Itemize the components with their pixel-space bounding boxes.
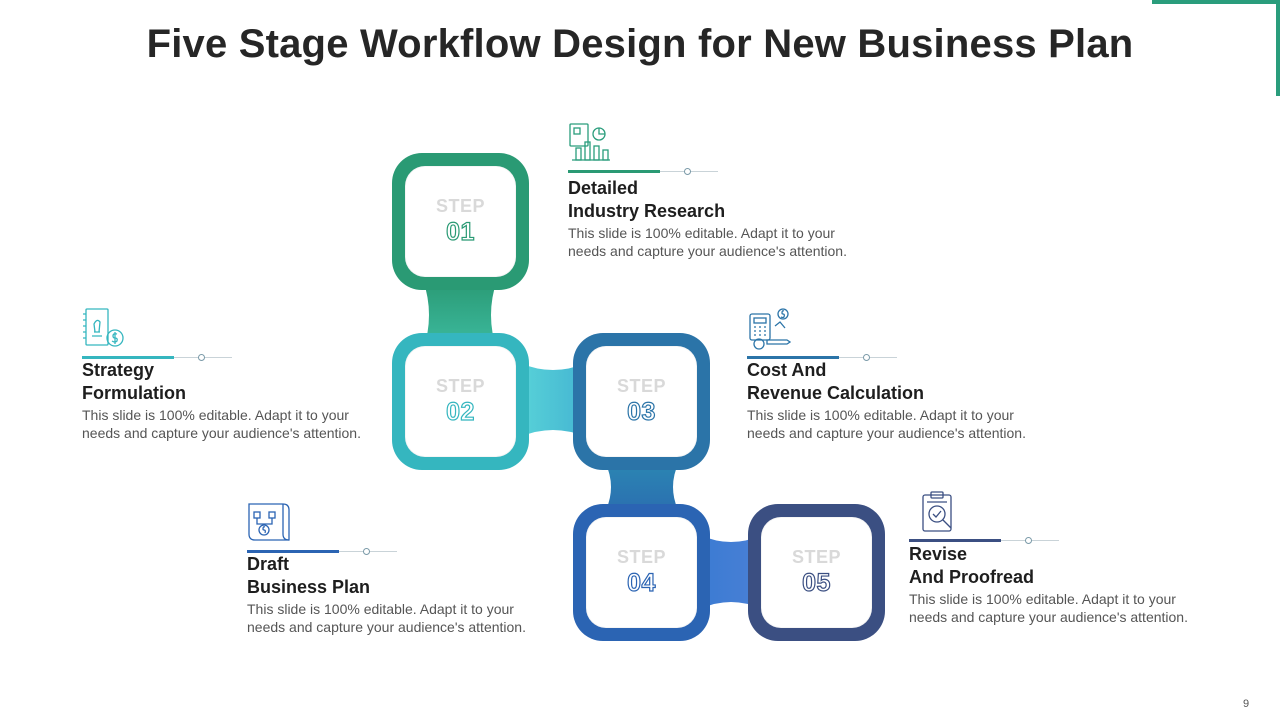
- step-number: 01: [445, 217, 475, 246]
- step-number: 05: [801, 568, 831, 597]
- underline-decoration: [909, 535, 1059, 547]
- connector-4-5: [700, 535, 762, 609]
- step-tile-inner: STEP 01: [405, 166, 516, 277]
- step-tile-inner: STEP 03: [586, 346, 697, 457]
- step-number: 03: [626, 397, 656, 426]
- connector-1-2: [423, 280, 497, 350]
- detail-description: This slide is 100% editable. Adapt it to…: [747, 407, 1026, 441]
- underline-decoration: [747, 352, 897, 364]
- step-tile-inner: STEP 05: [761, 517, 872, 628]
- step-label: STEP: [616, 376, 666, 396]
- detail-description: This slide is 100% editable. Adapt it to…: [247, 601, 526, 635]
- strategy-chess-icon: [83, 308, 124, 347]
- step-label: STEP: [435, 196, 485, 216]
- connector-2-3: [520, 363, 586, 437]
- calculator-cost-icon: [749, 308, 791, 350]
- connector-3-4: [605, 462, 679, 512]
- step-number: 02: [445, 397, 475, 426]
- page-number: 9: [1243, 698, 1250, 710]
- proofread-clipboard-icon: [922, 491, 952, 532]
- detail-title: Revise And Proofread: [909, 544, 1035, 587]
- step-tile-01: STEP 01: [392, 153, 529, 290]
- business-plan-icon: [248, 503, 290, 541]
- underline-decoration: [568, 166, 718, 178]
- step-tile-03: STEP 03: [573, 333, 710, 470]
- underline-decoration: [82, 352, 232, 364]
- step-tile-04: STEP 04: [573, 504, 710, 641]
- step-tile-05: STEP 05: [748, 504, 885, 641]
- detail-title: Detailed Industry Research: [568, 178, 726, 221]
- page-title: Five Stage Workflow Design for New Busin…: [146, 22, 1134, 66]
- industry-research-icon: [569, 123, 610, 161]
- detail-description: This slide is 100% editable. Adapt it to…: [82, 407, 361, 441]
- step-label: STEP: [616, 547, 666, 567]
- step-label: STEP: [791, 547, 841, 567]
- step-number: 04: [626, 568, 656, 597]
- step-tile-inner: STEP 02: [405, 346, 516, 457]
- step-label: STEP: [435, 376, 485, 396]
- step-tile-02: STEP 02: [392, 333, 529, 470]
- underline-decoration: [247, 546, 397, 558]
- corner-accent-frame: [1152, 0, 1280, 96]
- step-tile-inner: STEP 04: [586, 517, 697, 628]
- detail-description: This slide is 100% editable. Adapt it to…: [909, 591, 1188, 625]
- detail-description: This slide is 100% editable. Adapt it to…: [568, 225, 847, 259]
- detail-title: Draft Business Plan: [247, 554, 371, 597]
- detail-title: Strategy Formulation: [82, 360, 186, 403]
- detail-title: Cost And Revenue Calculation: [747, 360, 925, 403]
